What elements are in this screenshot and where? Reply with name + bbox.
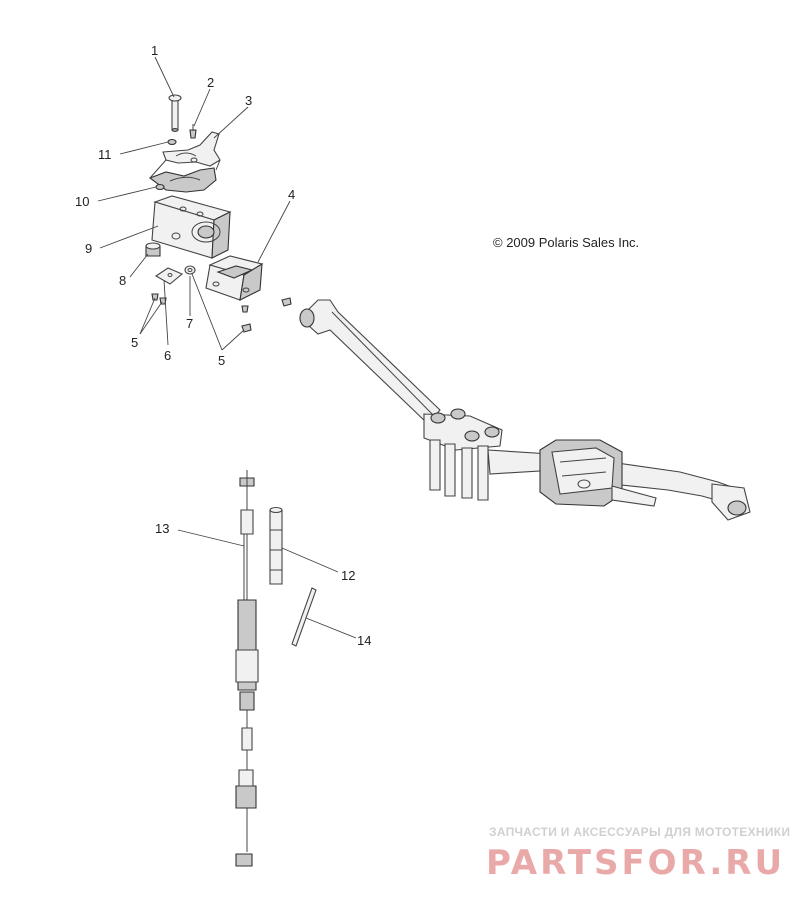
part-9-housing — [151, 195, 232, 259]
callout-8: 8 — [119, 273, 126, 288]
handlebar-assembly — [299, 299, 751, 521]
callout-1: 1 — [151, 43, 158, 58]
callout-5-right: 5 — [218, 353, 225, 368]
callout-9: 9 — [85, 241, 92, 256]
leader-lines — [97, 56, 357, 639]
part-3-bracket — [148, 131, 221, 193]
callout-12: 12 — [341, 568, 355, 583]
watermark-tagline: ЗАПЧАСТИ И АКСЕССУАРЫ ДЛЯ МОТОТЕХНИКИ — [489, 825, 790, 839]
callout-2: 2 — [207, 75, 214, 90]
part-1-pin — [168, 94, 182, 132]
callout-6: 6 — [164, 348, 171, 363]
callout-7: 7 — [186, 316, 193, 331]
callout-14: 14 — [357, 633, 371, 648]
part-5-screws — [151, 293, 292, 333]
callout-10: 10 — [75, 194, 89, 209]
part-13-cable — [235, 470, 259, 867]
part-8-plug — [145, 242, 161, 257]
callout-3: 3 — [245, 93, 252, 108]
callout-11: 11 — [98, 147, 112, 162]
watermark-brand: PARTSFOR.RU — [486, 843, 785, 883]
part-6-plate — [154, 267, 184, 285]
part-2-screw — [189, 124, 197, 139]
part-11-nut — [167, 138, 177, 146]
callout-4: 4 — [288, 187, 295, 202]
part-12-sleeve — [269, 506, 283, 585]
part-7-washer — [184, 265, 196, 275]
callout-13: 13 — [155, 521, 169, 536]
part-4-lower-housing — [205, 255, 264, 301]
part-10-nut — [155, 183, 165, 191]
callout-5-left: 5 — [131, 335, 138, 350]
part-14-rod — [291, 587, 317, 647]
copyright-text: © 2009 Polaris Sales Inc. — [493, 235, 639, 250]
